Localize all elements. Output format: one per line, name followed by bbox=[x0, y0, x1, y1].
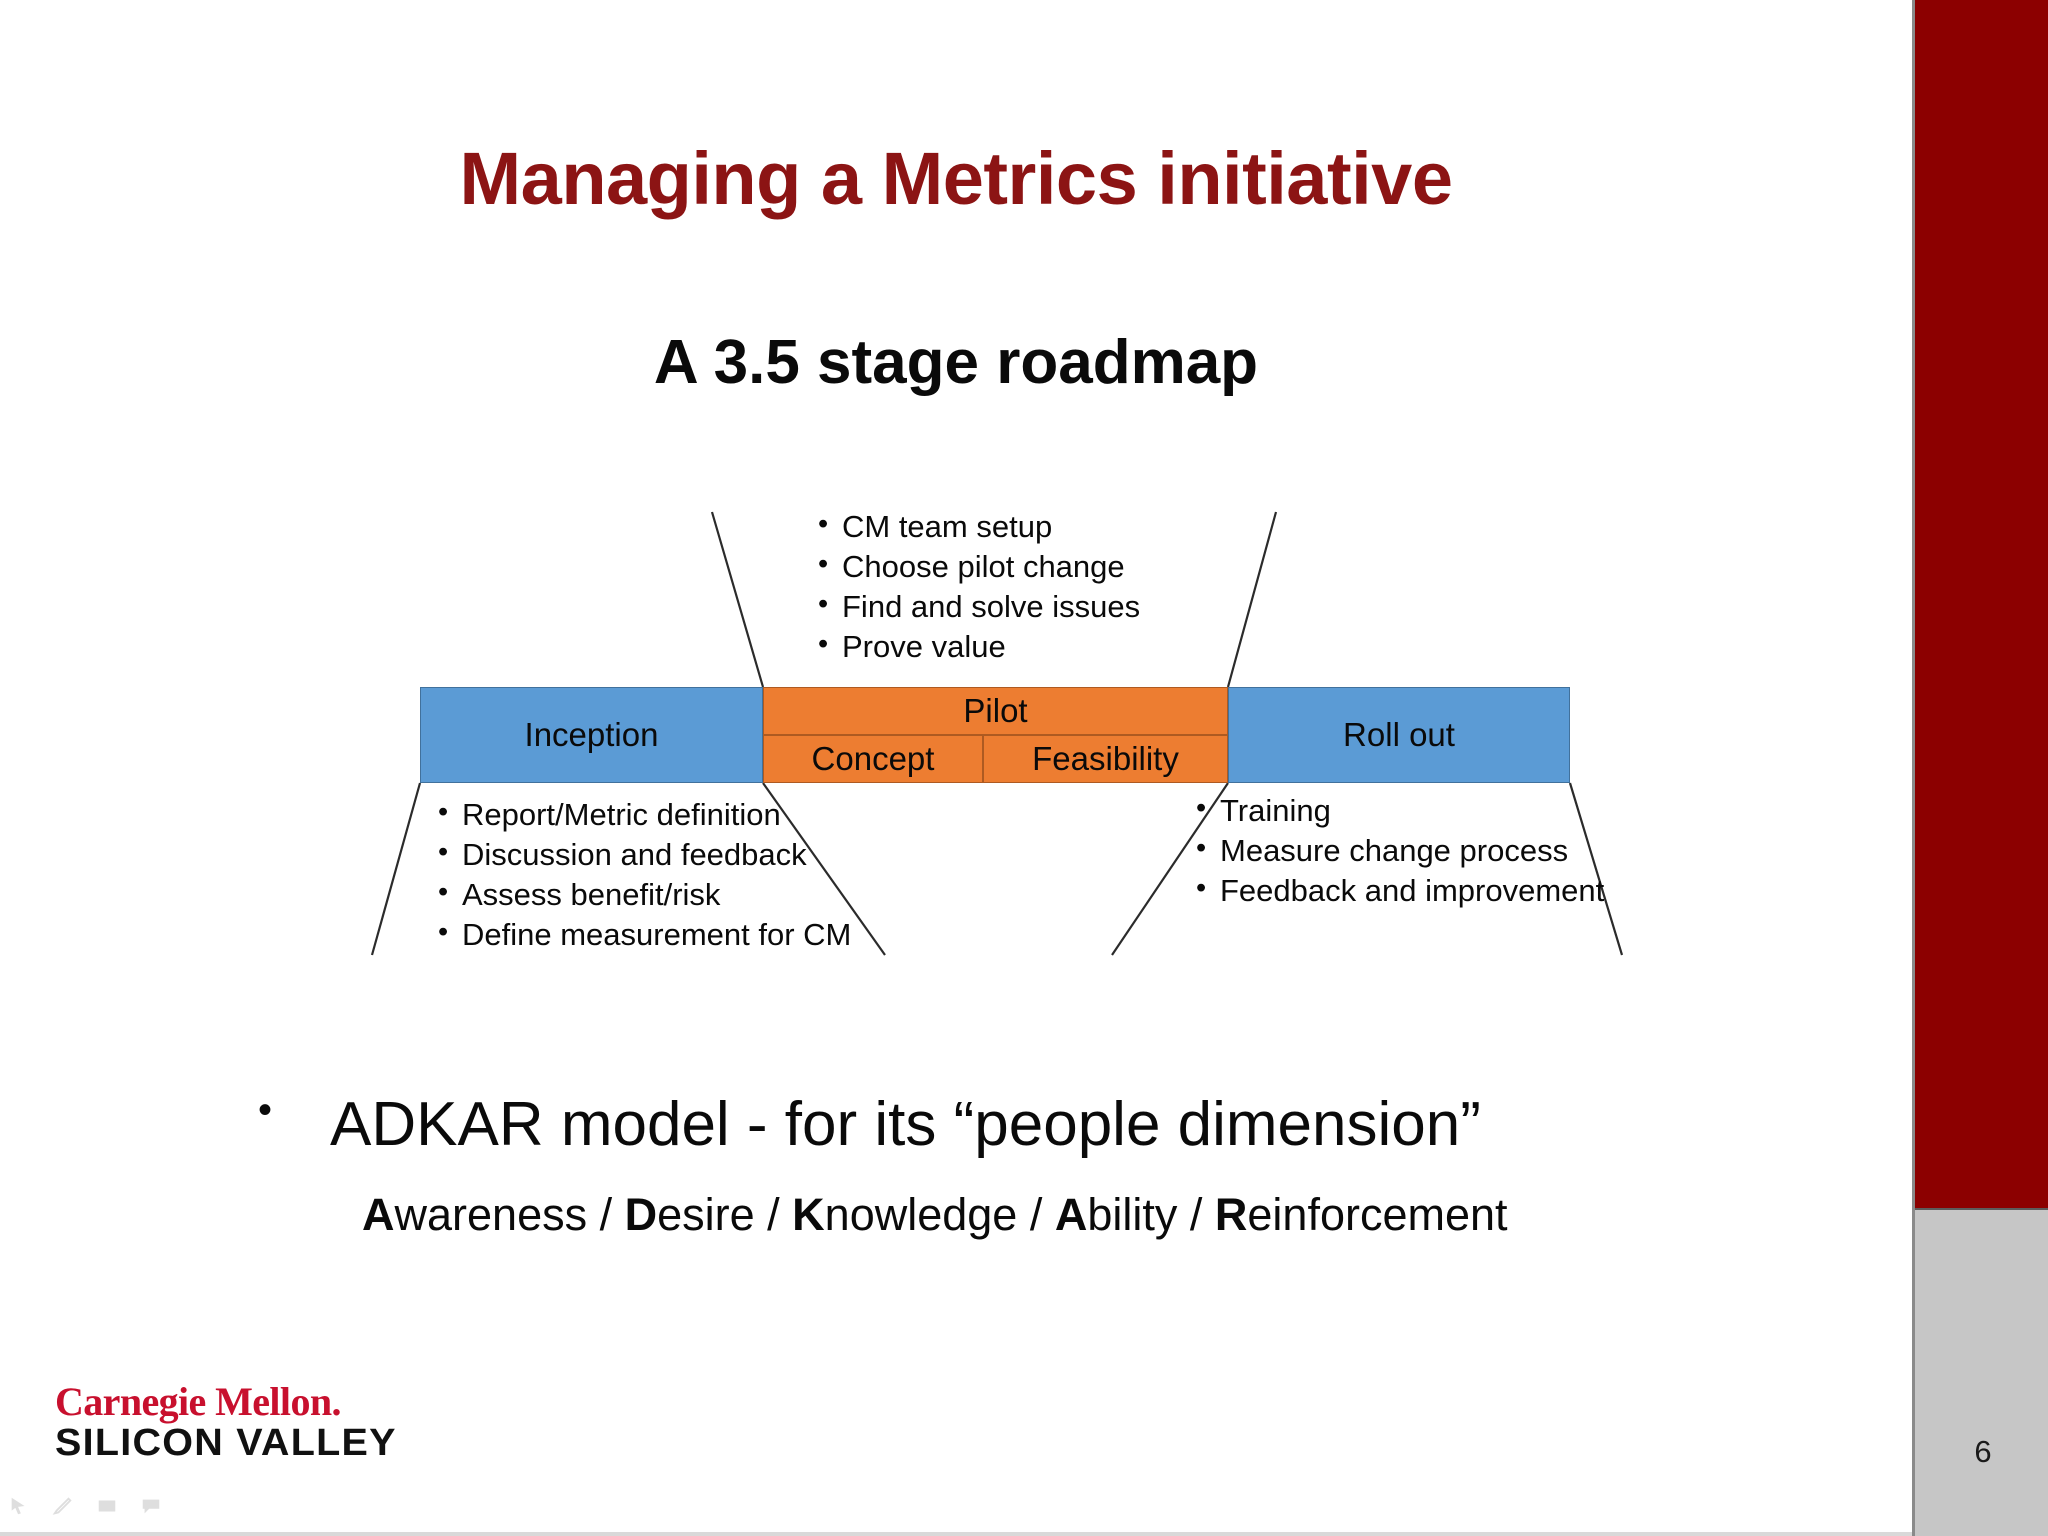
list-item: CM team setup bbox=[818, 506, 1140, 547]
page-title: Managing a Metrics initiative bbox=[459, 137, 1453, 220]
roadmap-substage-concept[interactable]: Concept bbox=[763, 735, 983, 783]
slide-subtitle: A 3.5 stage roadmap bbox=[653, 328, 1259, 397]
logo-line-carnegie-mellon: Carnegie Mellon. bbox=[55, 1379, 341, 1424]
adkar-sep-2: / bbox=[754, 1189, 793, 1241]
adkar-sep-4: / bbox=[1177, 1189, 1215, 1241]
rail-gray-block bbox=[1915, 1210, 2048, 1536]
list-item: Report/Metric definition bbox=[438, 794, 851, 835]
callout-rollout: Training Measure change process Feedback… bbox=[1196, 790, 1604, 911]
adkar-word-ability: bility bbox=[1087, 1189, 1178, 1241]
carnegie-mellon-logo: Carnegie Mellon. SILICON VALLEY bbox=[55, 1379, 395, 1463]
comment-icon[interactable] bbox=[140, 1495, 162, 1517]
roadmap-stage-pilot[interactable]: Pilot bbox=[763, 687, 1228, 735]
page-number: 6 bbox=[1974, 1434, 1992, 1469]
adkar-sep-1: / bbox=[587, 1189, 625, 1241]
roadmap-stage-rollout[interactable]: Roll out bbox=[1228, 687, 1570, 783]
adkar-initial-a1: A bbox=[362, 1189, 395, 1241]
adkar-initial-d: D bbox=[624, 1189, 658, 1241]
bullet-glyph: • bbox=[258, 1088, 273, 1132]
roadmap-substage-feasibility[interactable]: Feasibility bbox=[983, 735, 1228, 783]
pen-icon[interactable] bbox=[52, 1495, 74, 1517]
bottom-icon-strip bbox=[8, 1495, 162, 1517]
list-item: Training bbox=[1196, 790, 1604, 831]
slide-bottom-edge bbox=[0, 1532, 1912, 1536]
roadmap-diagram: CM team setup Choose pilot change Find a… bbox=[0, 480, 1912, 1020]
adkar-main-text: ADKAR model - for its “people dimension” bbox=[330, 1090, 1481, 1159]
adkar-word-knowledge: nowledge bbox=[824, 1189, 1018, 1241]
slide-canvas: Managing a Metrics initiative A 3.5 stag… bbox=[0, 0, 1912, 1536]
pointer-icon[interactable] bbox=[8, 1495, 30, 1517]
list-item: Find and solve issues bbox=[818, 586, 1140, 627]
slide-icon[interactable] bbox=[96, 1495, 118, 1517]
callout-pilot: CM team setup Choose pilot change Find a… bbox=[818, 506, 1140, 667]
adkar-initial-k: K bbox=[792, 1189, 825, 1241]
list-item: Prove value bbox=[818, 626, 1140, 667]
list-item: Define measurement for CM bbox=[438, 914, 851, 955]
list-item: Assess benefit/risk bbox=[438, 874, 851, 915]
rail-red-block bbox=[1915, 0, 2048, 1210]
adkar-expansion: Awareness / Desire / Knowledge / Ability… bbox=[362, 1189, 1912, 1241]
adkar-main-bullet: • ADKAR model - for its “people dimensio… bbox=[258, 1088, 1912, 1159]
right-rail: 6 bbox=[1912, 0, 2048, 1536]
adkar-word-reinforcement: einforcement bbox=[1247, 1189, 1508, 1241]
list-item: Feedback and improvement bbox=[1196, 870, 1604, 911]
list-item: Measure change process bbox=[1196, 830, 1604, 871]
list-item: Choose pilot change bbox=[818, 546, 1140, 587]
adkar-initial-a2: A bbox=[1054, 1189, 1088, 1241]
callout-inception: Report/Metric definition Discussion and … bbox=[438, 794, 851, 955]
list-item: Discussion and feedback bbox=[438, 834, 851, 875]
adkar-word-awareness: wareness bbox=[394, 1189, 588, 1241]
roadmap-stage-inception[interactable]: Inception bbox=[420, 687, 763, 783]
logo-line-silicon-valley: SILICON VALLEY bbox=[55, 1422, 397, 1464]
adkar-sep-3: / bbox=[1017, 1189, 1055, 1241]
adkar-initial-r: R bbox=[1214, 1189, 1248, 1241]
adkar-word-desire: esire bbox=[657, 1189, 755, 1241]
adkar-section: • ADKAR model - for its “people dimensio… bbox=[0, 1088, 1912, 1241]
